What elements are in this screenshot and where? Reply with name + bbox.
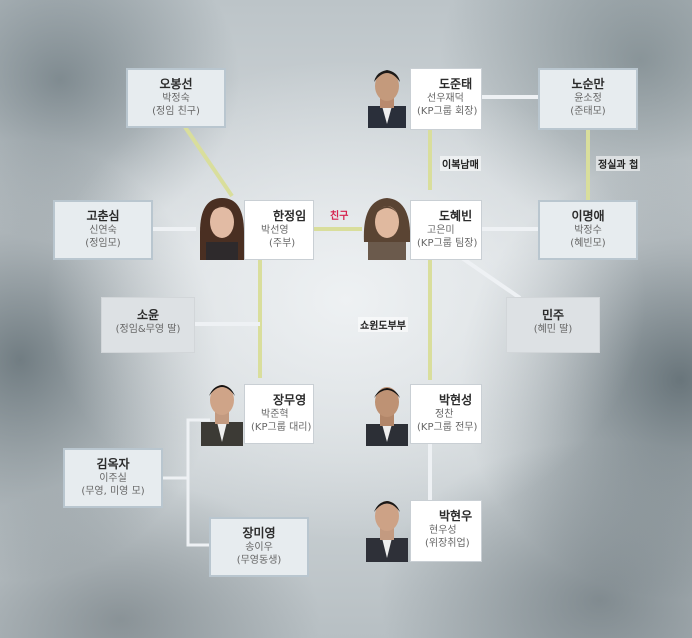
node-actor: 박정수 [574,225,602,236]
node-actor: 박준혁 [261,409,289,420]
portrait-park-hyeonseong [366,387,408,446]
portrait-do-juntae [368,70,406,128]
node-role: (혜빈모) [570,238,606,249]
node-name: 김옥자 [96,457,130,471]
node-actor: 송이우 [245,542,273,553]
node-name: 이명애 [571,209,605,223]
node-no-sunman: 노순만 윤소정 (준태모) [538,68,638,130]
node-han-jeongim: 한정임 박선영 (주부) [244,200,314,260]
node-name: 민주 [541,308,565,322]
node-name: 도혜빈 [439,209,473,223]
node-kim-okja: 김옥자 이주실 (무영, 미영 모) [63,448,163,508]
node-do-hyebin: 도혜빈 고은미 (KP그룹 팀장) [410,200,482,260]
portrait-han-jeongim [200,198,244,260]
portrait-do-hyebin [363,198,411,260]
node-role: (KP그룹 전무) [417,422,478,433]
node-role: (혜민 딸) [533,324,573,335]
node-name: 소윤 [136,308,160,322]
node-name: 한정임 [273,209,307,223]
node-role: (정임&무영 딸) [115,324,181,335]
node-name: 오봉선 [159,77,193,91]
node-name: 노순만 [571,77,605,91]
node-role: (정임모) [85,238,121,249]
node-name: 박현성 [439,393,473,407]
relation-label-friend: 친구 [330,211,349,222]
node-oh-bongseon: 오봉선 박정숙 (정임 친구) [126,68,226,128]
node-actor: 박정숙 [162,93,190,104]
node-actor: 고은미 [427,225,455,236]
node-actor: 윤소정 [574,93,602,104]
node-actor: 박선영 [261,225,289,236]
node-role: (준태모) [570,106,606,117]
line-minju [460,256,522,300]
relation-label-half-sibling: 이복남매 [440,156,481,171]
node-role: (주부) [269,238,296,249]
node-park-hyeonseong: 박현성 정찬 (KP그룹 전무) [410,384,482,444]
node-role: (정임 친구) [152,106,200,117]
node-role: (KP그룹 대리) [251,422,312,433]
node-soyun: 소윤 (정임&무영 딸) [101,297,195,353]
node-role: (KP그룹 회장) [417,106,478,117]
relation-label-show-couple: 쇼윈도부부 [358,317,408,332]
node-jang-muyeong: 장무영 박준혁 (KP그룹 대리) [244,384,314,444]
node-lee-myeongae: 이명애 박정수 (혜빈모) [538,200,638,260]
node-name: 장미영 [242,526,276,540]
node-minju: 민주 (혜민 딸) [506,297,600,353]
portrait-jang-muyeong [201,385,243,446]
node-role: (무영동생) [236,555,282,566]
node-name: 도준태 [439,77,473,91]
node-actor: 선우재덕 [427,93,464,104]
node-actor: 정찬 [435,409,454,420]
node-go-chunsim: 고춘심 신연숙 (정임모) [53,200,153,260]
portrait-park-hyeonwoo [366,501,408,562]
node-actor: 현우성 [429,525,457,536]
node-actor: 이주실 [99,473,127,484]
node-role: (위장취업) [425,538,470,549]
node-name: 고춘심 [86,209,120,223]
node-name: 박현우 [439,509,473,523]
line-oh-han [183,125,234,198]
node-park-hyeonwoo: 박현우 현우성 (위장취업) [410,500,482,562]
line-jang-siblings [186,418,210,547]
node-do-juntae: 도준태 선우재덕 (KP그룹 회장) [410,68,482,130]
node-role: (KP그룹 팀장) [417,238,478,249]
node-name: 장무영 [273,393,307,407]
node-jang-miyeong: 장미영 송이우 (무영동생) [209,517,309,577]
relation-label-first-love: 정실과 첩 [596,156,641,171]
node-actor: 신연숙 [89,225,117,236]
node-role: (무영, 미영 모) [81,486,145,497]
